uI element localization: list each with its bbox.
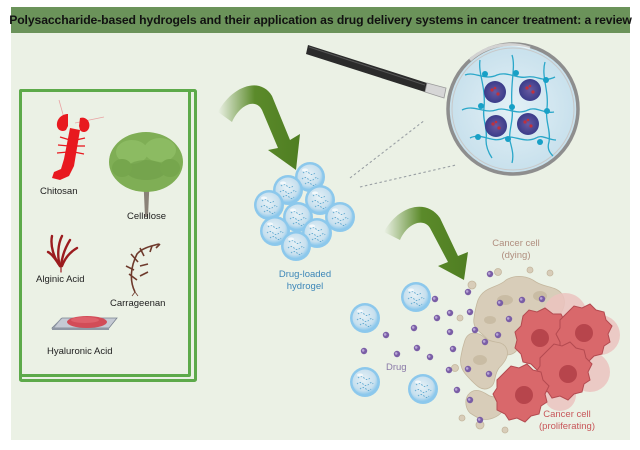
source-label-alginic-acid: Alginic Acid bbox=[36, 274, 85, 285]
lobster-icon bbox=[52, 99, 105, 180]
source-label-hyaluronic-acid: Hyaluronic Acid bbox=[47, 346, 112, 357]
proliferating-cell-label-line1: Cancer cell bbox=[543, 409, 591, 420]
proliferating-cancer-cell-icon bbox=[492, 293, 620, 423]
title-bar: Polysaccharide-based hydrogels and their… bbox=[9, 7, 632, 33]
figure-title: Polysaccharide-based hydrogels and their… bbox=[9, 13, 632, 27]
source-label-chitosan: Chitosan bbox=[40, 186, 78, 197]
brown-seaweed-icon bbox=[125, 243, 161, 297]
hydrogel-cluster-icon bbox=[253, 161, 356, 262]
drug-label: Drug bbox=[386, 362, 407, 373]
source-label-cellulose: Cellulose bbox=[127, 211, 166, 222]
tree-icon bbox=[109, 132, 183, 217]
hydrogel-label-line1: Drug-loaded bbox=[279, 269, 331, 280]
arrow-to-hydrogel-icon bbox=[218, 85, 300, 170]
arrow-to-cancer-icon bbox=[384, 206, 468, 280]
nanoparticle-icon bbox=[484, 79, 541, 137]
magnifier-icon bbox=[306, 42, 580, 176]
released-hydrogel-icon bbox=[349, 281, 439, 405]
tissue-slide-icon bbox=[51, 316, 118, 330]
dying-cell-label-line2: (dying) bbox=[501, 250, 530, 261]
sources-box-border bbox=[19, 89, 197, 382]
zoom-lines bbox=[349, 119, 457, 188]
dying-cell-label-line1: Cancer cell bbox=[492, 238, 540, 249]
hydrogel-label-line2: hydrogel bbox=[287, 281, 323, 292]
source-label-carrageenan: Carrageenan bbox=[110, 298, 165, 309]
polymer-network-icon bbox=[461, 54, 557, 164]
proliferating-cell-label-line2: (proliferating) bbox=[539, 421, 595, 432]
red-seaweed-icon bbox=[46, 234, 79, 273]
